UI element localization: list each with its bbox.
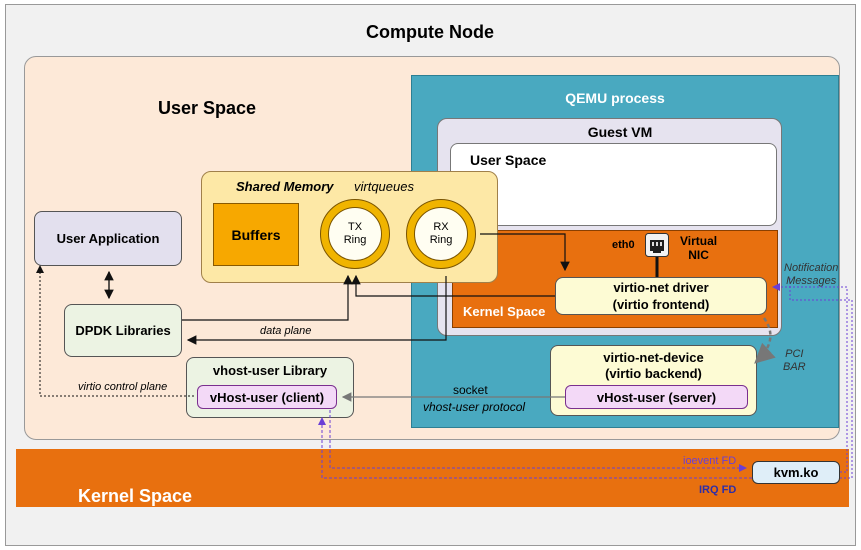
- guest-vm-label: Guest VM: [587, 124, 653, 140]
- guest-kernel-space-label: Kernel Space: [463, 304, 546, 319]
- eth0-label: eth0: [612, 239, 635, 251]
- tx-ring: TX Ring: [320, 199, 390, 269]
- pci-bar-arrow: [754, 317, 776, 364]
- user-space-label: User Space: [158, 98, 257, 118]
- qemu-label: QEMU process: [565, 90, 665, 106]
- vhost-user-client: vHost-user (client): [197, 385, 337, 409]
- rx-ring: RX Ring: [406, 199, 476, 269]
- data-plane-label: data plane: [260, 325, 312, 337]
- tx-ring-label-1: TX: [347, 221, 363, 233]
- tx-ring-label-2: Ring: [343, 234, 367, 246]
- irq-arrow: [318, 417, 752, 479]
- kernel-space-label: Kernel Space: [78, 486, 193, 506]
- virtio-net-driver: virtio-net driver(virtio frontend): [555, 277, 767, 315]
- shared-memory-label: Shared Memory: [236, 179, 334, 194]
- control-plane-arrow: [36, 265, 194, 397]
- rx-driver-arrow: [480, 233, 570, 272]
- guest-user-space: [450, 143, 777, 226]
- irq-label: IRQ FD: [699, 484, 737, 496]
- virtqueues-label: virtqueues: [354, 179, 414, 194]
- guest-user-space-label: User Space: [470, 152, 547, 168]
- rx-dpdk-arrow: [186, 276, 447, 345]
- kvm-module: kvm.ko: [752, 461, 840, 484]
- rx-ring-label-1: RX: [433, 221, 449, 233]
- control-plane-label: virtio control plane: [78, 381, 168, 393]
- buffers-box: Buffers: [213, 203, 299, 266]
- user-application: User Application: [34, 211, 182, 266]
- socket-label: socket: [453, 383, 488, 397]
- ioevent-arrow: [329, 410, 747, 472]
- vhost-user-library-label: vhost-user Library: [212, 362, 328, 378]
- rx-ring-label-2: Ring: [429, 234, 453, 246]
- dpdk-libraries: DPDK Libraries: [64, 304, 182, 357]
- vhost-protocol-label: vhost-user protocol: [423, 400, 526, 414]
- vhost-user-server: vHost-user (server): [565, 385, 748, 409]
- ethernet-port-icon: [645, 233, 669, 257]
- dpdk-tx-arrow: [182, 274, 353, 321]
- driver-tx-arrow: [351, 274, 555, 297]
- virtio-net-device-label: virtio-net-device(virtio backend): [603, 350, 704, 381]
- ioevent-label: ioevent FD: [683, 455, 737, 467]
- compute-node-title: Compute Node: [366, 21, 494, 42]
- notification-arrow: [772, 283, 848, 473]
